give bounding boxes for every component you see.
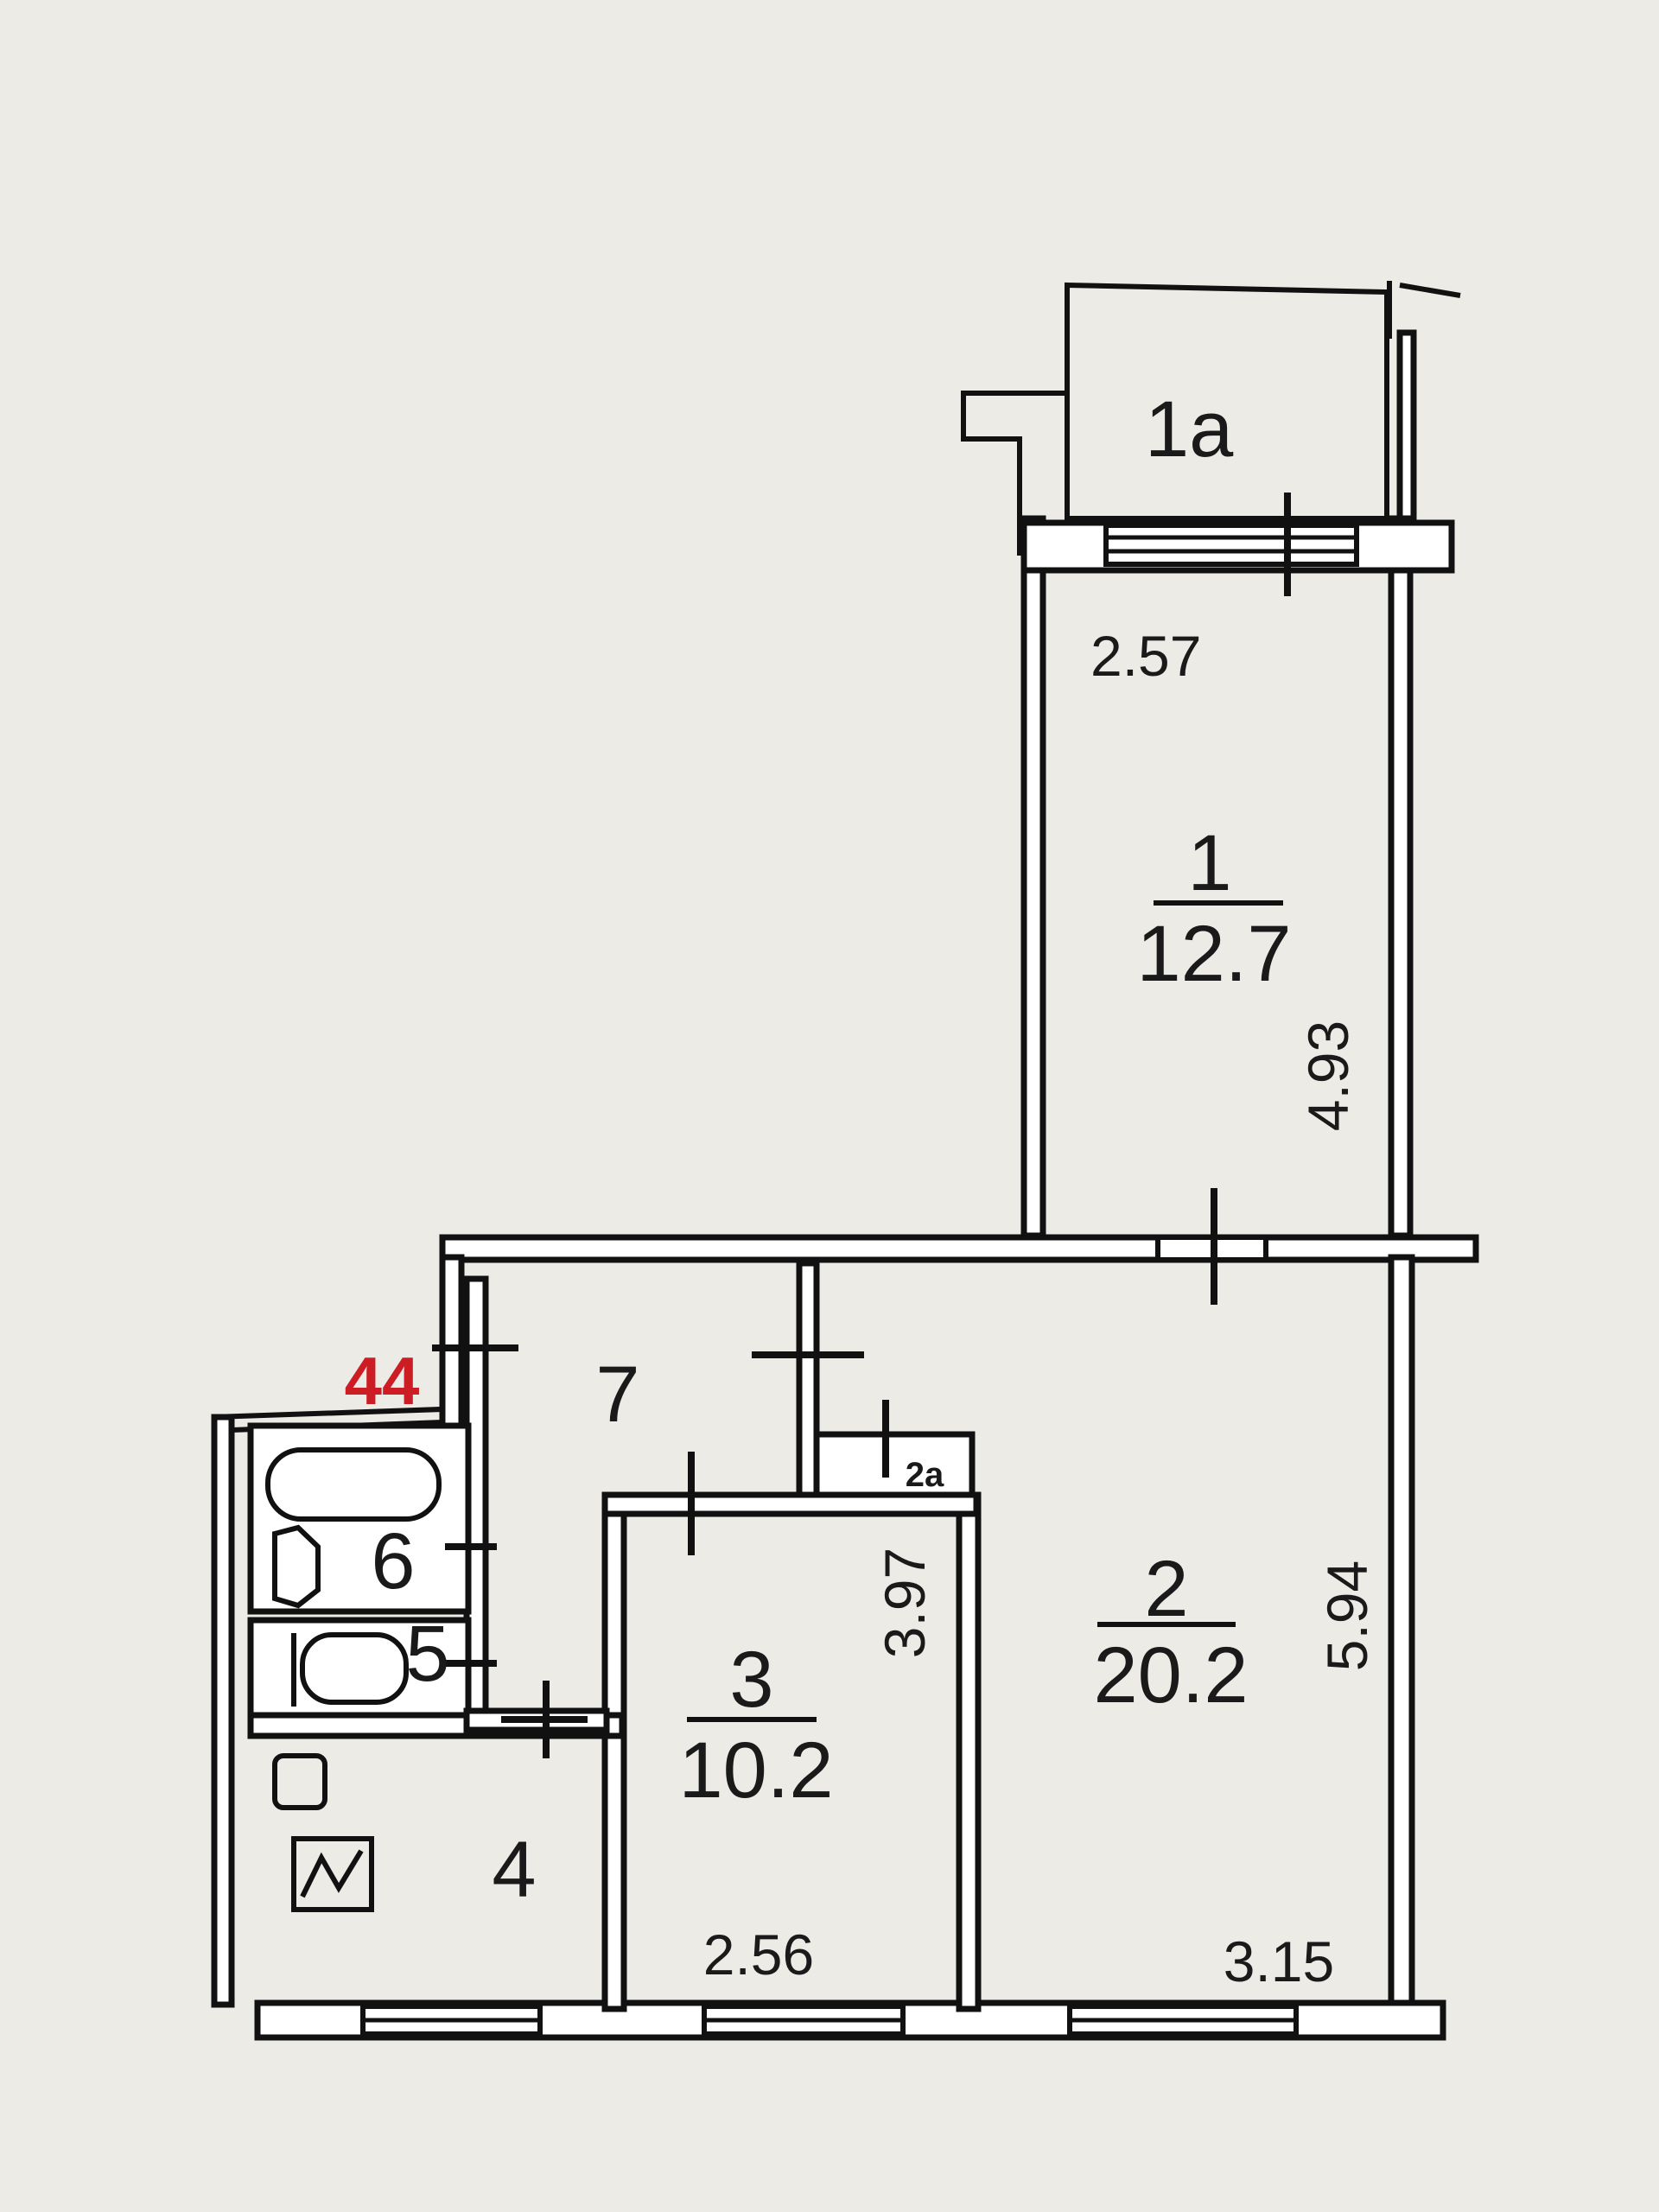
room-1-number: 1: [1187, 819, 1231, 907]
room-3-number: 3: [729, 1636, 773, 1724]
bathtub-icon: [265, 1447, 442, 1522]
balcony-1a: [961, 281, 1461, 556]
room-2-area: 20.2: [1093, 1631, 1248, 1719]
room-3-area: 10.2: [678, 1726, 833, 1815]
room-1-area: 12.7: [1136, 910, 1291, 998]
room-4-number: 4: [492, 1826, 536, 1914]
toilet-icon: [300, 1632, 409, 1705]
windows: [360, 523, 1359, 2037]
room-3-width: 2.56: [703, 1923, 814, 1986]
room-3-length: 3.97: [873, 1548, 937, 1658]
room-1a-label: 1a: [1145, 385, 1234, 474]
room-2-length: 5.94: [1315, 1560, 1379, 1671]
room-2-number: 2: [1144, 1545, 1188, 1633]
room-5-number: 5: [405, 1610, 449, 1698]
apartment-number: 44: [345, 1343, 420, 1419]
walls: [211, 515, 1479, 2041]
room-6-number: 6: [371, 1517, 415, 1605]
labels: 1a 2.57 1 12.7 4.93 2 20.2 5.94 3.15 2a …: [345, 385, 1379, 1993]
room-1-width: 2.57: [1090, 624, 1201, 688]
fixtures: [265, 1447, 442, 1912]
closet-2a-label: 2a: [906, 1456, 944, 1494]
doors: [432, 493, 1291, 1758]
room-1-length: 4.93: [1296, 1020, 1360, 1131]
sink-icon: [272, 1524, 321, 1609]
room-2-width: 3.15: [1224, 1929, 1334, 1993]
sink-small-icon: [272, 1753, 327, 1810]
room-7-number: 7: [595, 1351, 639, 1439]
stove-icon: [291, 1836, 374, 1912]
